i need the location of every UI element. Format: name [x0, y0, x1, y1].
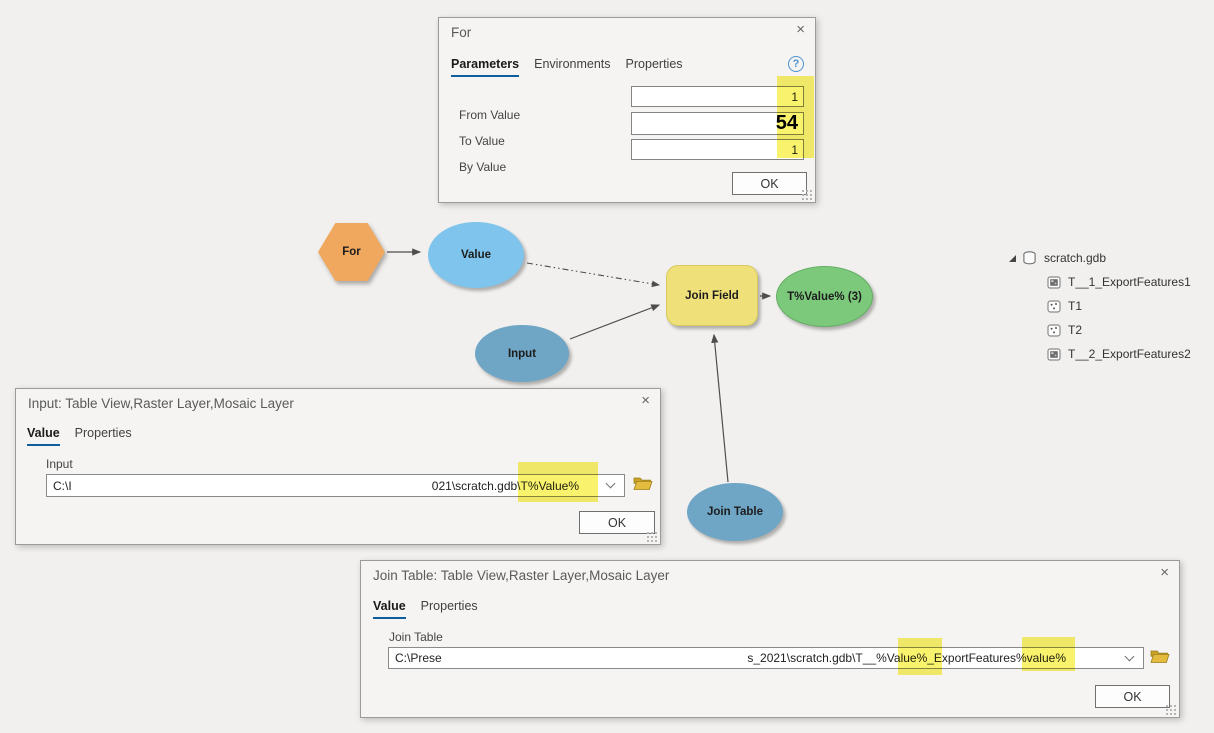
from-value-label: From Value — [459, 108, 521, 122]
tree-item-label: T1 — [1068, 299, 1083, 313]
input-field-label: Input — [46, 457, 73, 471]
chevron-down-icon[interactable] — [605, 478, 616, 489]
node-label: Input — [507, 347, 537, 360]
path-text-left: C:\I — [53, 478, 72, 493]
close-icon[interactable]: × — [641, 392, 650, 409]
input-dialog: Input: Table View,Raster Layer,Mosaic La… — [15, 388, 661, 545]
node-label: Join Field — [685, 289, 739, 302]
node-label: T%Value% (3) — [787, 290, 862, 303]
connector-value-to-joinfield — [526, 262, 661, 288]
by-value-input[interactable]: 1 — [631, 139, 804, 160]
path-text-left: C:\Prese — [395, 651, 442, 665]
tab-parameters[interactable]: Parameters — [451, 57, 520, 77]
dialog-title: Input: Table View,Raster Layer,Mosaic La… — [28, 396, 294, 411]
chevron-down-icon[interactable] — [1124, 651, 1135, 661]
dialog-title: Join Table: Table View,Raster Layer,Mosa… — [373, 568, 670, 583]
tab-value[interactable]: Value — [27, 426, 60, 446]
tab-properties[interactable]: Properties — [74, 426, 132, 440]
for-dialog: For × Parameters Environments Properties… — [438, 17, 816, 203]
tree-expander-icon[interactable] — [1009, 254, 1016, 262]
for-dialog-tabs: Parameters Environments Properties — [451, 57, 683, 77]
model-node-input-variable[interactable]: Input — [475, 325, 569, 382]
resize-grip[interactable] — [1165, 704, 1176, 715]
connector-input-to-joinfield — [569, 304, 661, 340]
browse-folder-icon[interactable] — [633, 475, 653, 497]
tab-value[interactable]: Value — [373, 599, 406, 619]
ok-button[interactable]: OK — [579, 511, 655, 534]
point-feature-class-icon — [1047, 323, 1061, 337]
close-icon[interactable]: × — [1160, 564, 1169, 581]
model-node-value-variable[interactable]: Value — [428, 222, 524, 288]
tree-item-t1[interactable]: T1 — [1003, 294, 1191, 318]
to-value-label: To Value — [459, 134, 505, 148]
tree-item-label: T2 — [1068, 323, 1083, 337]
tree-item-label: scratch.gdb — [1044, 251, 1107, 265]
tree-item-scratch-gdb[interactable]: scratch.gdb — [1003, 246, 1191, 270]
model-node-output-variable[interactable]: T%Value% (3) — [776, 266, 873, 327]
tree-item-table2[interactable]: T__2_ExportFeatures2 — [1003, 342, 1191, 366]
tree-item-table1[interactable]: T__1_ExportFeatures1 — [1003, 270, 1191, 294]
by-value-label: By Value — [459, 160, 507, 174]
catalog-tree: scratch.gdb T__1_ExportFeatures1 T1 — [1003, 246, 1191, 366]
join-dialog-tabs: Value Properties — [373, 599, 478, 619]
join-table-field-label: Join Table — [389, 630, 443, 644]
geodatabase-icon — [1022, 251, 1037, 265]
tree-item-t2[interactable]: T2 — [1003, 318, 1191, 342]
tab-properties[interactable]: Properties — [625, 57, 683, 71]
node-label: Join Table — [706, 506, 764, 518]
tab-properties[interactable]: Properties — [420, 599, 478, 613]
input-dialog-tabs: Value Properties — [27, 426, 132, 446]
model-node-join-table-variable[interactable]: Join Table — [687, 483, 783, 541]
tree-item-label: T__2_ExportFeatures2 — [1068, 347, 1191, 361]
table-icon — [1047, 347, 1061, 361]
resize-grip[interactable] — [801, 189, 812, 200]
tab-environments[interactable]: Environments — [534, 57, 611, 71]
input-path-combobox[interactable]: C:\I 021\scratch.gdb\T%Value% — [46, 474, 625, 497]
node-label: Value — [460, 249, 492, 261]
ok-button[interactable]: OK — [732, 172, 807, 195]
node-label: For — [342, 246, 361, 258]
resize-grip[interactable] — [646, 531, 657, 542]
path-text-right: s_2021\scratch.gdb\T__%Value%_ExportFeat… — [747, 651, 1066, 665]
join-table-dialog: Join Table: Table View,Raster Layer,Mosa… — [360, 560, 1180, 718]
dialog-title: For — [451, 25, 472, 40]
model-node-join-field-tool[interactable]: Join Field — [666, 265, 758, 326]
table-icon — [1047, 275, 1061, 289]
path-text-right: 021\scratch.gdb\T%Value% — [431, 478, 579, 493]
connector-jointable-to-joinfield — [711, 333, 729, 483]
model-node-for-iterator[interactable]: For — [318, 223, 385, 281]
to-value-input[interactable]: 54 — [631, 112, 804, 135]
help-icon[interactable]: ? — [788, 56, 804, 72]
join-table-path-combobox[interactable]: C:\Prese s_2021\scratch.gdb\T__%Value%_E… — [388, 647, 1144, 669]
ok-button[interactable]: OK — [1095, 685, 1170, 708]
point-feature-class-icon — [1047, 299, 1061, 313]
browse-folder-icon[interactable] — [1150, 648, 1170, 670]
close-icon[interactable]: × — [796, 21, 805, 38]
from-value-input[interactable]: 1 — [631, 86, 804, 107]
tree-item-label: T__1_ExportFeatures1 — [1068, 275, 1191, 289]
